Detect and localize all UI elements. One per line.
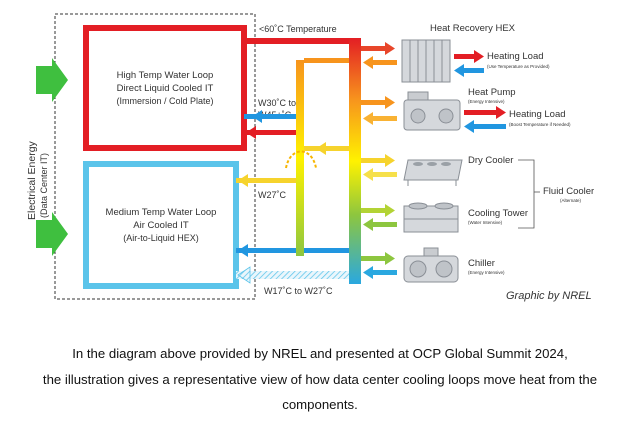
heating-load-1-out-arrow <box>474 50 484 63</box>
blue-arrow-1 <box>252 110 262 123</box>
return-riser <box>296 60 304 256</box>
heating-load-2-in <box>472 124 506 129</box>
main-heat-riser <box>349 38 361 284</box>
yellow-link-arrow <box>316 142 326 155</box>
out-green-5 <box>361 256 387 261</box>
electrical-energy-arrow-top <box>36 58 68 102</box>
fluid-cooler-bracket <box>518 159 535 229</box>
out-orange-2 <box>361 100 387 105</box>
graphic-credit: Graphic by NREL <box>506 290 592 302</box>
hot-return-line <box>244 130 298 135</box>
high-loop-line3: (Immersion / Cold Plate) <box>116 96 213 106</box>
hot-supply-line <box>244 38 350 44</box>
data-center-boundary <box>54 13 256 300</box>
out-yellow-3 <box>361 158 387 163</box>
heating-load-1-in-arrow <box>454 64 464 77</box>
heating-load-2-out <box>464 110 498 115</box>
temp-mid-label-1: W30˚C to <box>258 98 296 108</box>
cooling-tower-label: Cooling Tower <box>468 208 528 219</box>
heating-load-2-note: (Boost Temperature if Needed) <box>509 122 571 127</box>
medium-loop-line3: (Air-to-Liquid HEX) <box>123 233 199 243</box>
cooling-tower-icon <box>403 202 459 233</box>
out-red-1 <box>361 46 387 51</box>
hatched-bottom-line <box>236 271 349 279</box>
chiller-icon <box>403 247 459 283</box>
heating-load-1-out <box>454 54 476 59</box>
out-orange-2-arrow <box>385 96 395 109</box>
heat-recovery-label: Heat Recovery HEX <box>430 23 516 34</box>
w27-supply-line <box>236 178 296 183</box>
hatched-arrow <box>237 266 251 284</box>
in-green-4 <box>369 222 397 227</box>
blue-line-2 <box>236 248 296 253</box>
caption-line-1: In the diagram above provided by NREL an… <box>72 346 568 361</box>
out-green-4-arrow <box>385 204 395 217</box>
orange-link <box>304 58 349 63</box>
out-green-5-arrow <box>385 252 395 265</box>
fluid-cooler-label: Fluid Cooler <box>543 186 594 197</box>
in-yellow-2-arrow <box>363 112 373 125</box>
heating-load-2-out-arrow <box>496 106 506 119</box>
heating-load-2-label: Heating Load <box>509 109 566 120</box>
chiller-note: (Energy Intensive) <box>468 270 505 275</box>
medium-loop-line2: Air Cooled IT <box>133 220 189 231</box>
chiller-label: Chiller <box>468 258 495 269</box>
in-yellow-3-arrow <box>363 168 373 181</box>
w27-arrow <box>238 174 248 187</box>
heat-pump-label: Heat Pump <box>468 87 516 98</box>
temp-top-label: <60˚C Temperature <box>259 24 337 34</box>
caption-line-2: the illustration gives a representative … <box>42 372 598 387</box>
riser-outputs <box>361 42 397 279</box>
side-label-electrical: Electrical Energy <box>26 140 38 220</box>
heat-recovery-hex-icon <box>401 39 451 83</box>
in-green-4-arrow <box>363 218 373 231</box>
crossover-dashed <box>285 150 317 169</box>
medium-temp-loop-box <box>83 161 239 289</box>
fluid-cooler-note: (Alternate) <box>560 198 582 203</box>
temp-w27-label: W27˚C <box>258 190 287 200</box>
yellow-link <box>304 146 349 151</box>
in-yellow-3 <box>369 172 397 177</box>
electrical-energy-arrow-bottom <box>36 212 68 256</box>
side-label-data-center: (Data Center IT) <box>39 153 49 218</box>
dry-cooler-icon <box>403 159 463 186</box>
blue-arrow-2 <box>238 244 248 257</box>
cooling-tower-note: (Water Intensive) <box>468 220 503 225</box>
heat-pump-note: (Energy Intensive) <box>468 99 505 104</box>
in-blue-5-arrow <box>363 266 373 279</box>
in-yellow-2 <box>369 116 397 121</box>
heating-load-2-in-arrow <box>464 120 474 133</box>
heating-load-1-label: Heating Load <box>487 51 544 62</box>
temp-bottom-label: W17˚C to W27˚C <box>264 286 333 296</box>
caption-line-3: components. <box>282 397 358 412</box>
out-red-1-arrow <box>385 42 395 55</box>
high-loop-line1: High Temp Water Loop <box>117 70 214 81</box>
heating-load-1-in <box>462 68 484 73</box>
blue-link-riser <box>304 248 349 253</box>
out-green-4 <box>361 208 387 213</box>
medium-loop-line1: Medium Temp Water Loop <box>106 207 217 218</box>
cooling-loop-diagram: Electrical Energy (Data Center IT) High … <box>26 13 594 300</box>
in-orange-1-arrow <box>363 56 373 69</box>
out-yellow-3-arrow <box>385 154 395 167</box>
in-orange-1 <box>369 60 397 65</box>
heat-pump-icon <box>403 91 461 131</box>
heating-load-1-note: (Use Temperature as Provided) <box>487 64 550 69</box>
hot-return-arrow <box>246 126 256 139</box>
dry-cooler-label: Dry Cooler <box>468 155 513 166</box>
high-temp-loop-box <box>83 25 247 151</box>
in-blue-5 <box>369 270 397 275</box>
blue-line-1 <box>244 114 296 119</box>
high-loop-line2: Direct Liquid Cooled IT <box>117 83 214 94</box>
